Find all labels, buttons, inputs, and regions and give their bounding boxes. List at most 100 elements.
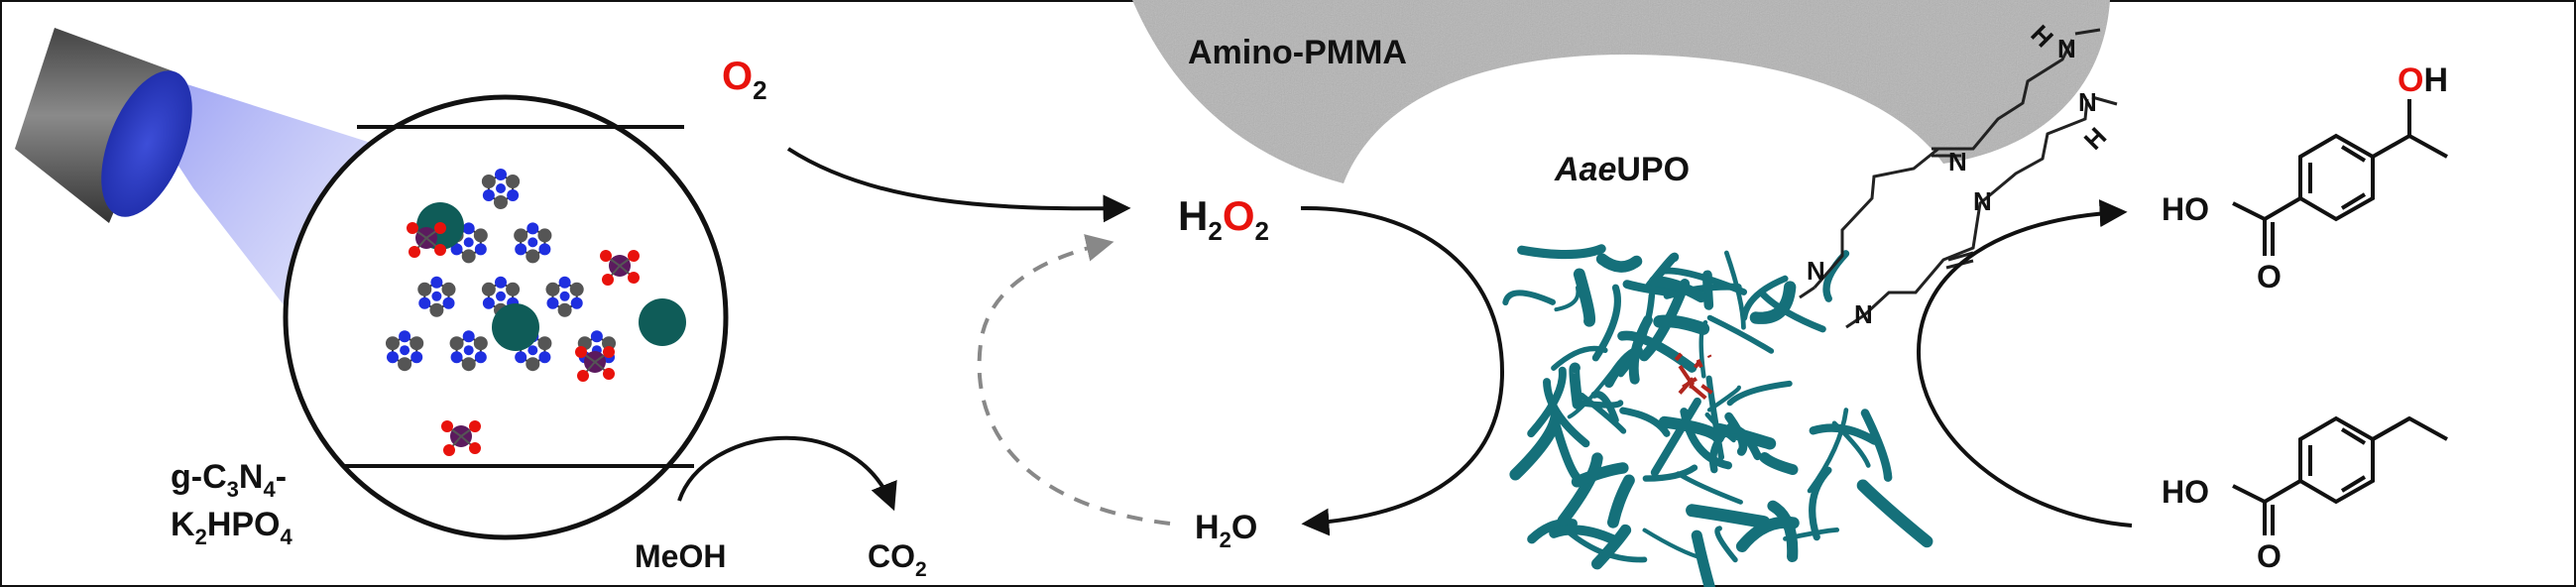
nitrogen-atom — [463, 237, 474, 248]
oxygen-atom — [434, 244, 446, 256]
potassium-ion — [492, 303, 539, 351]
protein-ribbon — [1595, 253, 1643, 273]
protein-ribbon — [1642, 528, 1705, 561]
svg-text:N: N — [2078, 87, 2097, 117]
nitrogen-atom — [399, 330, 411, 343]
nitrogen-atom — [558, 276, 571, 289]
carbon-atom — [545, 282, 560, 296]
nitrogen-atom — [418, 296, 431, 309]
oxygen-atom — [575, 346, 587, 358]
carbon-atom — [449, 336, 464, 351]
protein-ribbon — [1650, 397, 1701, 477]
protein-ribbon — [1706, 314, 1775, 354]
oxygen-atom — [628, 272, 640, 284]
oxygen-atom — [469, 420, 481, 432]
heme-group — [1693, 360, 1701, 369]
carbon-atom — [410, 336, 424, 351]
protein-ribbon — [1642, 464, 1698, 482]
nitrogen-atom — [538, 243, 551, 256]
protein-ribbon — [1590, 391, 1619, 424]
catalyst-label-line1: g-C3N4- — [171, 458, 287, 502]
carbon-atom — [461, 249, 476, 264]
nitrogen-atom — [527, 237, 538, 248]
protein-ribbon — [1527, 366, 1567, 438]
nitrogen-atom — [538, 351, 551, 364]
product-acid-ho: HO — [2162, 191, 2209, 227]
svg-text:N: N — [1854, 299, 1873, 329]
protein-ribbon — [1619, 407, 1671, 437]
water-label: H2O — [1195, 509, 1257, 552]
carbon-atom — [506, 175, 521, 188]
protein-ribbon — [1648, 276, 1707, 303]
protein-ribbon — [1591, 284, 1622, 362]
support-label: Amino-PMMA — [1188, 34, 1407, 71]
protein-ribbon — [1706, 385, 1741, 412]
methanol-label: MeOH — [635, 538, 726, 574]
protein-ribbon — [1557, 452, 1603, 527]
carbon-atom — [417, 282, 432, 296]
nitrogen-atom — [515, 243, 527, 256]
protein-ribbon — [1569, 362, 1583, 410]
nitrogen-atom — [410, 351, 423, 364]
carbon-atom — [481, 282, 496, 296]
product-molecule — [2232, 99, 2448, 256]
carbon-atom — [461, 357, 476, 372]
oxygen-atom — [600, 250, 612, 262]
carbon-atom — [537, 228, 552, 243]
product-carbonyl-o: O — [2257, 259, 2282, 294]
enzyme-structure — [1502, 244, 1933, 587]
protein-ribbon — [1807, 408, 1849, 494]
nitrogen-atom — [496, 291, 506, 301]
oxygen-atom — [443, 444, 455, 456]
nitrogen-atom — [570, 296, 583, 309]
nitrogen-atom — [482, 189, 495, 201]
carbon-atom — [441, 282, 456, 296]
nitrogen-atom — [450, 243, 463, 256]
product-hydroxyl: OH — [2398, 61, 2448, 99]
substrate-acid-ho: HO — [2162, 474, 2209, 510]
oxygen-atom — [409, 246, 420, 258]
protein-ribbon — [1502, 290, 1557, 306]
heme-group — [1682, 377, 1698, 390]
protein-ribbon — [1860, 409, 1893, 482]
heme-group — [1690, 385, 1707, 401]
nitrogen-atom — [515, 351, 527, 364]
methanol-to-co2-arrow — [677, 435, 897, 512]
protein-ribbon — [1579, 393, 1627, 434]
protein-ribbon — [1653, 314, 1710, 335]
protein-ribbon — [1549, 525, 1619, 545]
protein-ribbon — [1726, 380, 1793, 407]
nitrogen-atom — [462, 222, 475, 235]
carbon-atom — [569, 282, 584, 296]
svg-text:N: N — [1973, 186, 1992, 216]
enzyme-label: AaeUPO — [1554, 151, 1690, 188]
recycle-dashed-arrow — [977, 234, 1171, 526]
carbon-atom — [398, 357, 412, 372]
protein-ribbon — [1809, 466, 1832, 541]
substrate-carbonyl-o: O — [2257, 538, 2282, 574]
carbon-atom — [506, 282, 521, 296]
protein-ribbon — [1691, 529, 1716, 587]
nitrogen-atom — [386, 351, 399, 364]
peroxide-to-water-arrow — [1300, 205, 1505, 536]
heme-group — [1674, 352, 1684, 362]
carbon-atom — [429, 302, 444, 317]
carbon-atom — [473, 336, 488, 351]
protein-ribbon — [1676, 471, 1743, 505]
protein-ribbon — [1658, 415, 1724, 444]
svg-text:N: N — [1807, 256, 1825, 286]
nitrogen-atom — [495, 276, 507, 289]
carbon-atom — [602, 336, 617, 351]
protein-ribbon — [1622, 280, 1681, 297]
catalyst-structure — [385, 169, 686, 456]
nitrogen-atom — [474, 243, 487, 256]
carbon-atom — [526, 249, 540, 264]
carbon-atom — [526, 357, 540, 372]
oxygen-atom — [441, 420, 453, 432]
co2-label: CO2 — [868, 538, 927, 581]
carbon-atom — [385, 336, 400, 351]
protein-ribbon — [1856, 479, 1933, 548]
oxygen-atom — [602, 274, 614, 286]
lamp-icon — [15, 28, 192, 223]
